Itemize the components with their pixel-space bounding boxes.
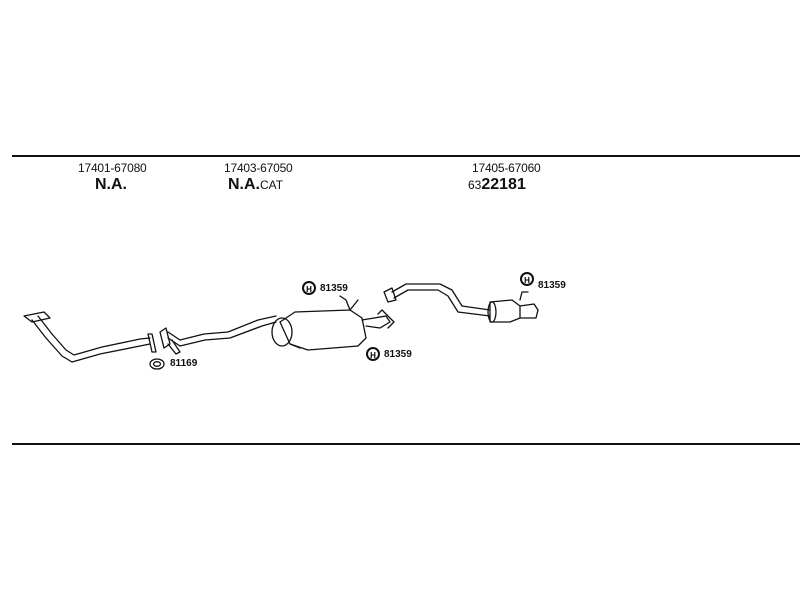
rear-pipe [383, 283, 491, 317]
gasket-ring [149, 358, 165, 370]
availability-center-muffler: N.A.CAT [228, 176, 283, 194]
intermediate-pipe [361, 309, 395, 329]
svg-text:H: H [306, 285, 312, 294]
catalog-prefix: 63 [468, 178, 482, 192]
availability-text: N.A. [228, 176, 260, 193]
front-pipe [23, 311, 157, 363]
rear-muffler [487, 291, 539, 323]
top-divider [12, 155, 800, 157]
hanger-badge-icon: H [520, 272, 534, 286]
callout-hanger-rear: 81359 [538, 280, 566, 291]
catalog-number: 22181 [481, 176, 526, 193]
availability-text: N.A. [95, 176, 127, 193]
availability-suffix: CAT [260, 178, 284, 192]
center-muffler [271, 295, 367, 351]
hanger-badge-icon: H [302, 281, 316, 295]
bottom-divider [12, 443, 800, 445]
part-number-center-muffler: 17403-67050 [224, 161, 293, 175]
callout-hanger-center-lower: 81359 [384, 349, 412, 360]
center-pipe [159, 315, 277, 355]
callout-hanger-center-upper: 81359 [320, 283, 348, 294]
part-number-front-pipe: 17401-67080 [78, 161, 147, 175]
availability-front-pipe: N.A. [95, 176, 127, 194]
hanger-badge-icon: H [366, 347, 380, 361]
catalog-number-rear-muffler: 6322181 [468, 176, 526, 194]
svg-text:H: H [524, 276, 530, 285]
svg-text:H: H [370, 351, 376, 360]
part-number-rear-muffler: 17405-67060 [472, 161, 541, 175]
callout-gasket: 81169 [170, 358, 198, 369]
